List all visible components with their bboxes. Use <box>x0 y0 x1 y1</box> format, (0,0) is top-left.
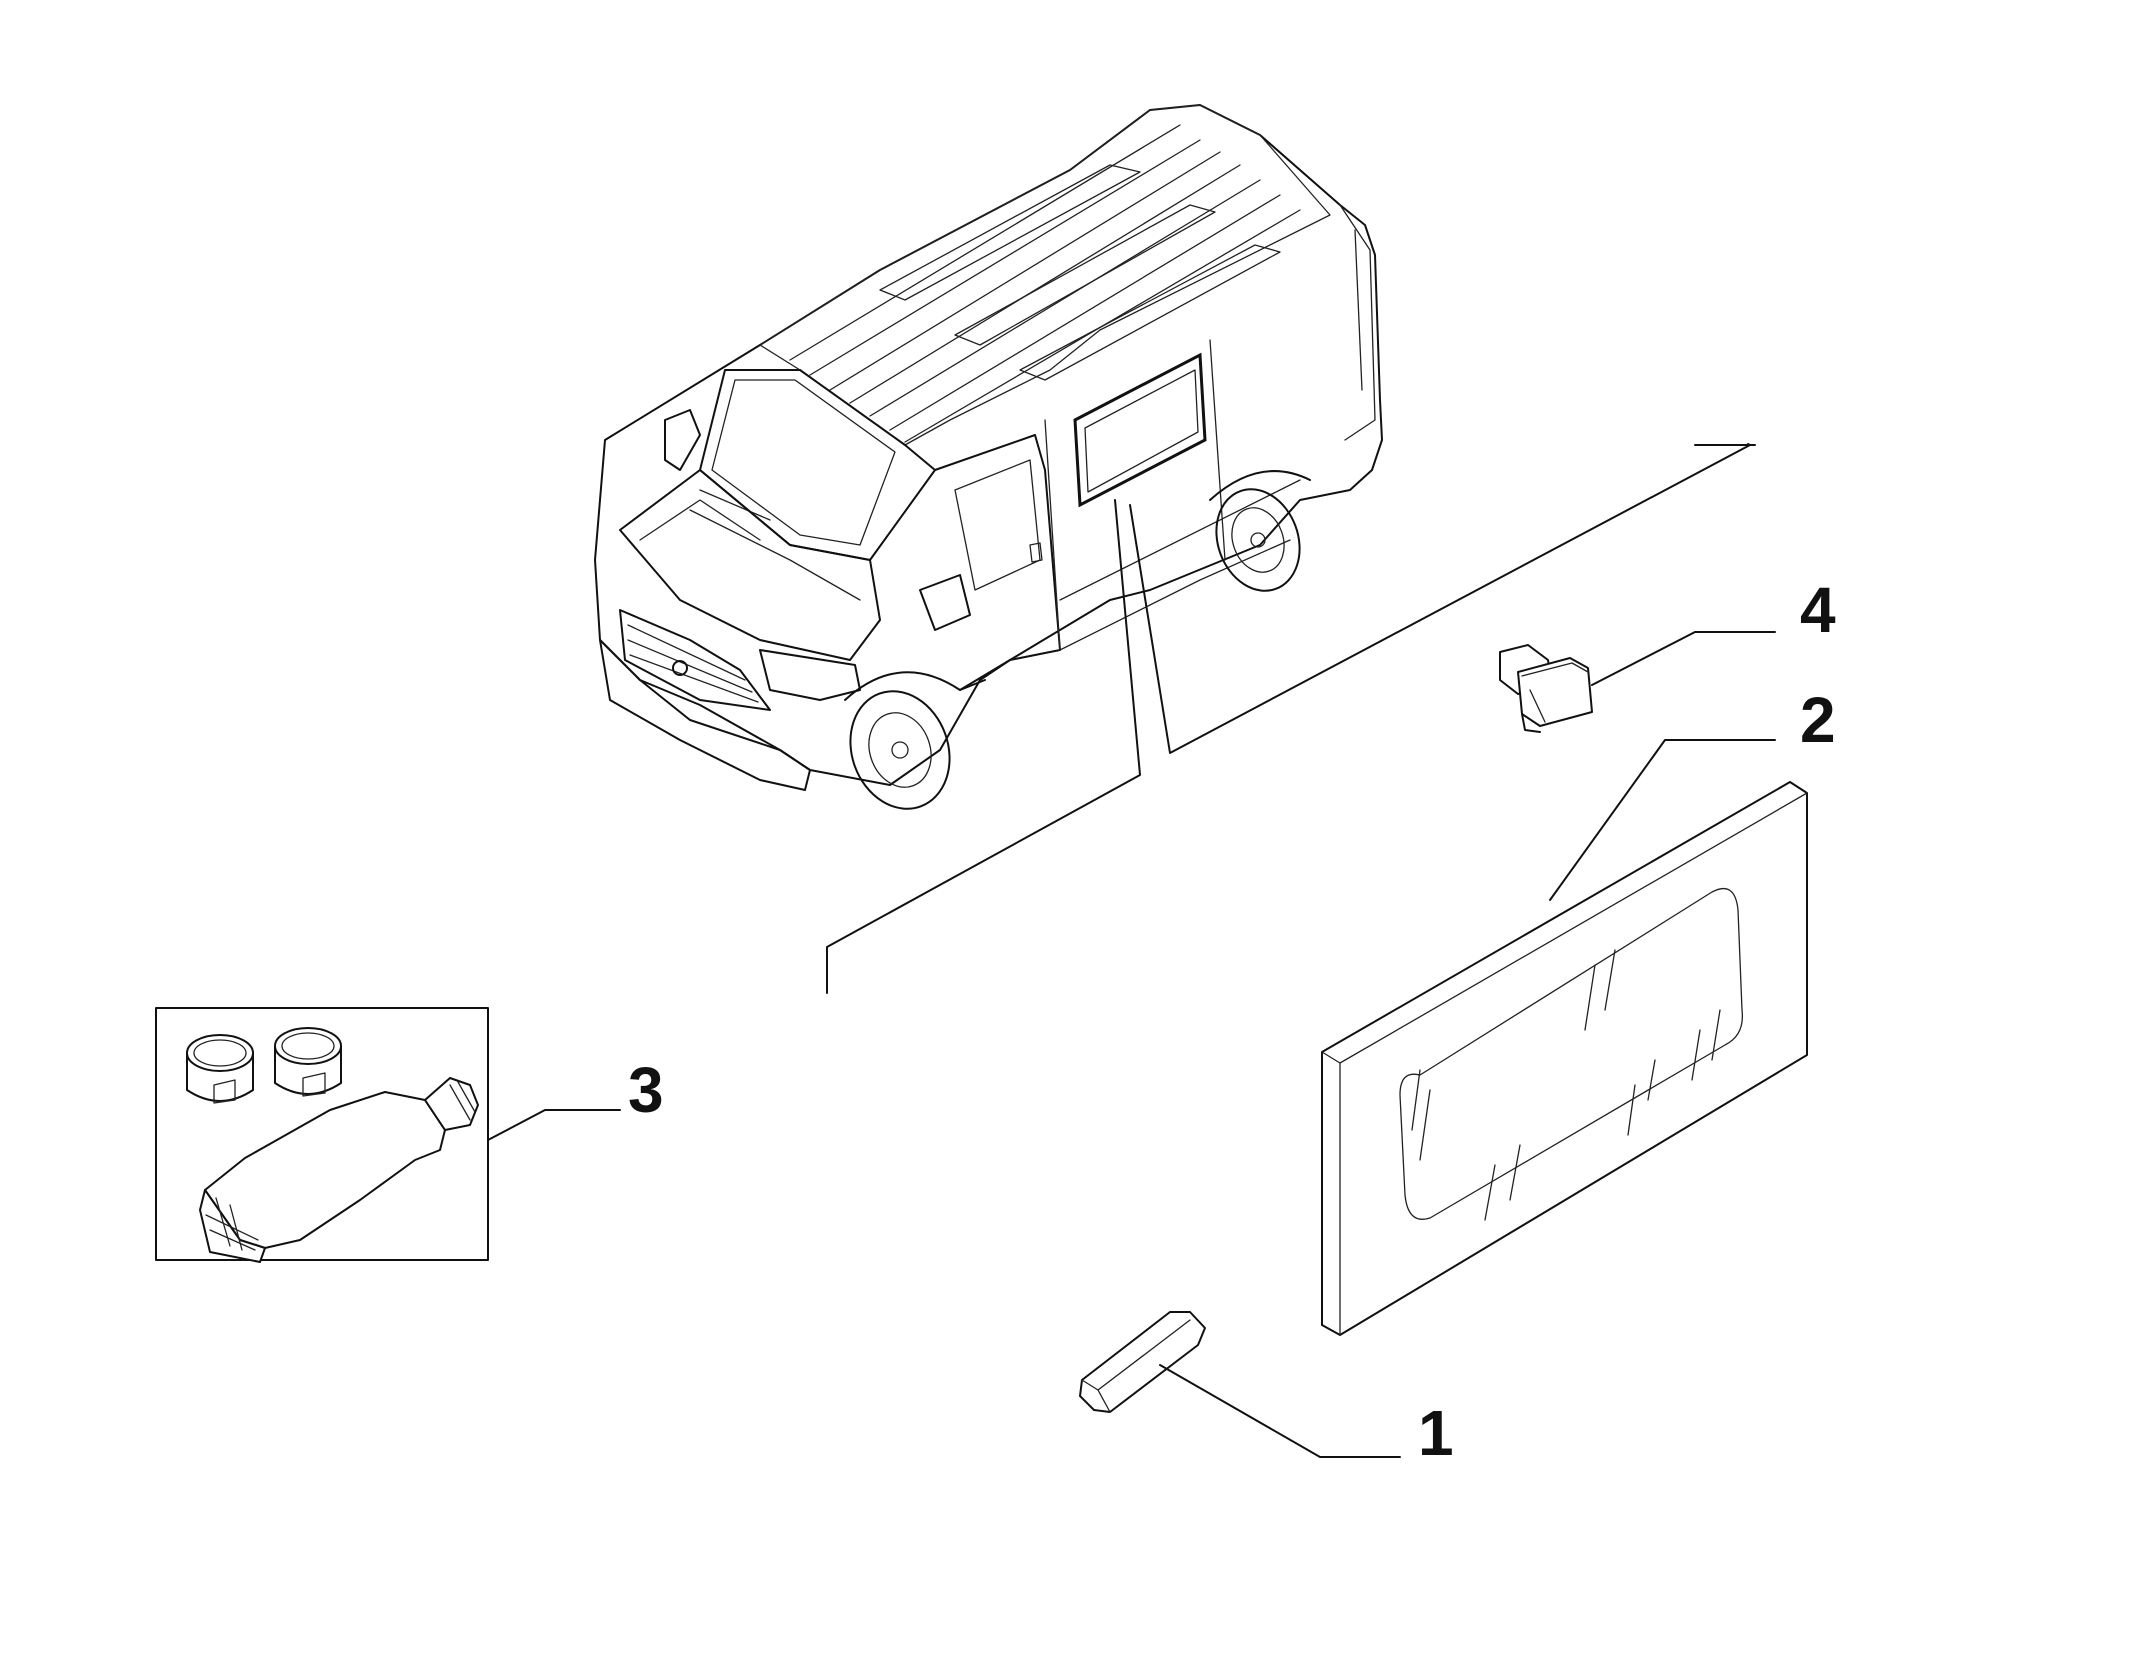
van-leader-lines <box>826 443 1756 994</box>
callout-leader-1 <box>1159 1364 1401 1458</box>
callout-leader-2 <box>1549 739 1776 901</box>
callout-label-2: 2 <box>1800 684 1836 756</box>
callout-leader-3 <box>487 1109 621 1141</box>
glass-panel <box>1321 781 1808 1336</box>
callout-label-4: 4 <box>1800 574 1836 646</box>
callout-label-3: 3 <box>628 1054 664 1126</box>
bonding-kit <box>155 1007 489 1263</box>
callout-leader-4 <box>1591 631 1776 686</box>
van-illustration <box>594 104 1383 810</box>
plug-part <box>1499 644 1593 733</box>
callout-label-1: 1 <box>1418 1397 1454 1469</box>
clip-part <box>1079 1311 1206 1413</box>
